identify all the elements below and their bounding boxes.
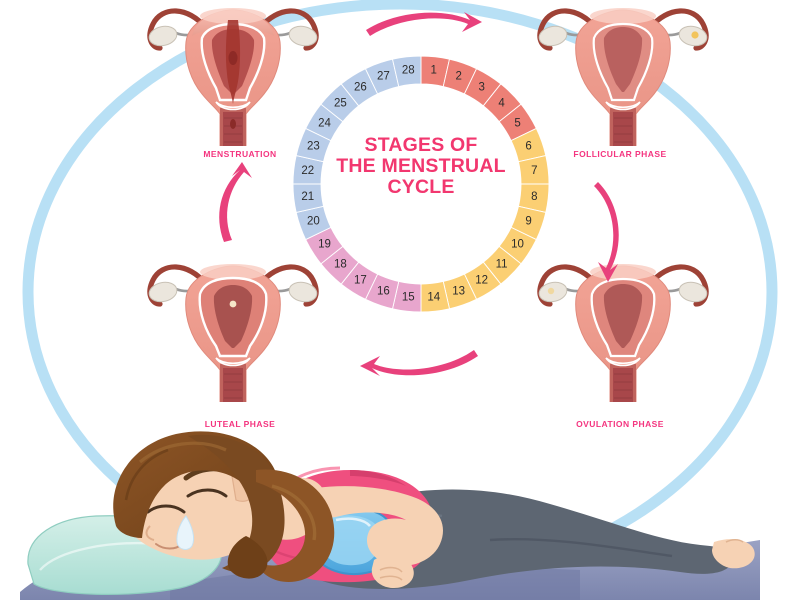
cycle-day-label-6: 6 [525,140,531,152]
cycle-day-label-23: 23 [307,140,320,152]
title-line-2: THE MENSTRUAL [336,155,506,177]
cycle-day-label-20: 20 [307,216,320,228]
cycle-day-label-5: 5 [514,117,520,129]
cycle-day-label-26: 26 [354,81,367,93]
cycle-day-label-13: 13 [452,286,465,298]
title-line-1: STAGES OF [364,134,478,156]
uterus-illustration-ovulation [537,264,709,402]
phase-label-menstruation: MENSTRUATION [203,149,277,159]
cycle-day-label-25: 25 [334,97,347,109]
ring-segments [292,55,550,313]
cycle-day-label-22: 22 [301,165,314,177]
cycle-day-label-2: 2 [455,70,461,82]
cycle-day-label-12: 12 [475,275,488,287]
arrow-up-icon [219,162,252,242]
title-line-3: CYCLE [387,176,455,198]
cycle-day-label-21: 21 [301,191,314,203]
cycle-day-label-7: 7 [531,165,537,177]
cycle-day-label-24: 24 [318,117,331,129]
cycle-day-label-4: 4 [498,97,505,109]
tear-drop-icon [176,515,195,550]
phase-label-luteal: LUTEAL PHASE [204,419,276,429]
arrow-left-icon [360,350,478,376]
uterus-illustration-follicular [537,8,709,146]
cycle-day-label-28: 28 [402,65,415,77]
cycle-day-label-18: 18 [334,259,347,271]
phase-label-follicular: FOLLICULAR PHASE [573,149,667,159]
cycle-day-segment-28[interactable] [391,55,422,88]
uterus-illustration-menstruation [147,8,319,146]
arrow-down-icon [594,182,619,282]
cycle-day-label-3: 3 [478,81,484,93]
uterus-illustration-luteal [147,264,319,402]
cycle-day-label-8: 8 [531,191,537,203]
woman-sleeping-illustration [20,431,760,600]
cycle-day-label-1: 1 [431,65,437,77]
cycle-day-label-27: 27 [377,70,390,82]
cycle-day-label-14: 14 [427,291,440,303]
cycle-day-label-11: 11 [496,259,508,271]
cycle-day-label-16: 16 [377,286,390,298]
cycle-day-label-19: 19 [318,239,331,251]
arrow-right-icon [366,12,482,36]
cycle-day-label-17: 17 [354,275,367,287]
cycle-day-label-10: 10 [511,239,524,251]
cycle-day-label-15: 15 [402,291,415,303]
page-title: STAGES OF THE MENSTRUAL CYCLE [330,135,512,198]
cycle-day-label-9: 9 [525,216,531,228]
phase-label-ovulation: OVULATION PHASE [576,419,664,429]
